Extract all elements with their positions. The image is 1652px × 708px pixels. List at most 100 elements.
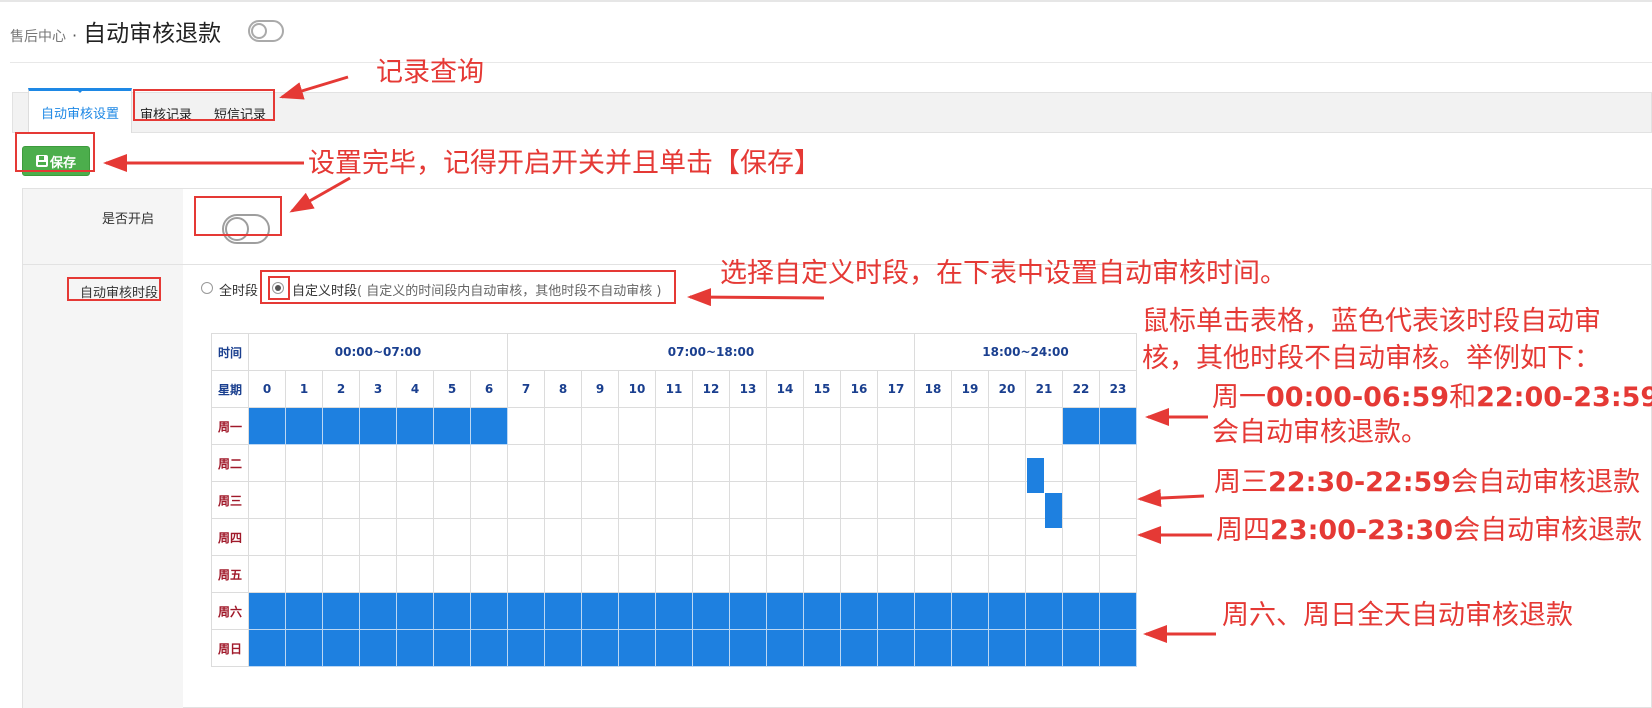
schedule-cell[interactable] — [988, 592, 1026, 630]
schedule-cell[interactable] — [766, 407, 804, 445]
schedule-cell[interactable] — [396, 444, 434, 482]
schedule-cell[interactable] — [322, 518, 360, 556]
schedule-cell[interactable] — [914, 629, 952, 667]
schedule-cell[interactable] — [285, 518, 323, 556]
schedule-cell[interactable] — [581, 407, 619, 445]
schedule-cell[interactable] — [581, 444, 619, 482]
schedule-cell[interactable] — [766, 481, 804, 519]
schedule-cell[interactable] — [396, 629, 434, 667]
schedule-cell[interactable] — [581, 481, 619, 519]
schedule-cell[interactable] — [581, 592, 619, 630]
schedule-cell[interactable] — [729, 481, 767, 519]
schedule-cell[interactable] — [248, 481, 286, 519]
schedule-cell[interactable] — [914, 518, 952, 556]
schedule-cell[interactable] — [840, 481, 878, 519]
schedule-cell[interactable] — [618, 629, 656, 667]
schedule-cell[interactable] — [322, 444, 360, 482]
schedule-cell[interactable] — [248, 407, 286, 445]
schedule-cell[interactable] — [655, 555, 693, 593]
schedule-cell[interactable] — [988, 407, 1026, 445]
schedule-cell[interactable] — [507, 518, 545, 556]
schedule-cell[interactable] — [507, 629, 545, 667]
schedule-cell[interactable] — [1062, 444, 1100, 482]
schedule-cell[interactable] — [507, 555, 545, 593]
radio-all-day[interactable] — [201, 282, 213, 294]
schedule-cell[interactable] — [433, 481, 471, 519]
schedule-cell[interactable] — [470, 555, 508, 593]
schedule-cell[interactable] — [692, 629, 730, 667]
schedule-cell[interactable] — [544, 518, 582, 556]
schedule-cell[interactable] — [840, 555, 878, 593]
schedule-cell[interactable] — [1099, 518, 1137, 556]
schedule-cell[interactable] — [433, 444, 471, 482]
schedule-cell[interactable] — [692, 444, 730, 482]
schedule-cell[interactable] — [803, 592, 841, 630]
schedule-cell[interactable] — [544, 444, 582, 482]
schedule-cell[interactable] — [322, 407, 360, 445]
schedule-cell[interactable] — [729, 592, 767, 630]
schedule-cell[interactable] — [988, 518, 1026, 556]
schedule-cell[interactable] — [914, 592, 952, 630]
schedule-cell[interactable] — [1025, 407, 1063, 445]
schedule-cell[interactable] — [692, 481, 730, 519]
schedule-cell[interactable] — [951, 444, 989, 482]
schedule-cell[interactable] — [803, 481, 841, 519]
schedule-cell[interactable] — [248, 629, 286, 667]
schedule-cell[interactable] — [877, 518, 915, 556]
schedule-cell[interactable] — [544, 629, 582, 667]
schedule-cell[interactable] — [359, 629, 397, 667]
schedule-cell[interactable] — [396, 555, 434, 593]
radio-all-day-label[interactable]: 全时段 — [219, 284, 259, 299]
schedule-cell[interactable] — [581, 629, 619, 667]
schedule-cell[interactable] — [581, 555, 619, 593]
schedule-cell[interactable] — [544, 407, 582, 445]
schedule-cell[interactable] — [1062, 481, 1100, 519]
schedule-cell[interactable] — [655, 518, 693, 556]
schedule-cell[interactable] — [766, 555, 804, 593]
schedule-cell[interactable] — [322, 592, 360, 630]
schedule-cell[interactable] — [877, 592, 915, 630]
schedule-cell[interactable] — [359, 555, 397, 593]
schedule-cell[interactable] — [285, 407, 323, 445]
schedule-cell[interactable] — [1025, 555, 1063, 593]
schedule-cell[interactable] — [1099, 555, 1137, 593]
schedule-cell[interactable] — [840, 518, 878, 556]
schedule-cell[interactable] — [692, 555, 730, 593]
schedule-cell[interactable] — [729, 407, 767, 445]
schedule-cell[interactable] — [692, 407, 730, 445]
schedule-cell[interactable] — [877, 481, 915, 519]
schedule-cell[interactable] — [840, 407, 878, 445]
schedule-cell[interactable] — [1099, 407, 1137, 445]
schedule-cell[interactable] — [877, 555, 915, 593]
header-toggle[interactable] — [248, 20, 284, 42]
schedule-cell[interactable] — [396, 481, 434, 519]
schedule-cell[interactable] — [1062, 518, 1100, 556]
schedule-cell[interactable] — [470, 481, 508, 519]
schedule-cell[interactable] — [729, 555, 767, 593]
schedule-cell[interactable] — [396, 592, 434, 630]
schedule-cell[interactable] — [1062, 592, 1100, 630]
schedule-cell[interactable] — [1099, 481, 1137, 519]
schedule-cell[interactable] — [988, 629, 1026, 667]
schedule-cell[interactable] — [507, 444, 545, 482]
schedule-cell[interactable] — [322, 481, 360, 519]
schedule-cell[interactable] — [248, 592, 286, 630]
schedule-cell[interactable] — [729, 444, 767, 482]
schedule-cell[interactable] — [618, 444, 656, 482]
schedule-cell[interactable] — [285, 592, 323, 630]
breadcrumb[interactable]: 售后中心 — [10, 29, 66, 45]
schedule-cell[interactable] — [544, 555, 582, 593]
schedule-cell[interactable] — [581, 518, 619, 556]
schedule-cell[interactable] — [803, 555, 841, 593]
schedule-cell[interactable] — [507, 407, 545, 445]
schedule-cell[interactable] — [544, 481, 582, 519]
schedule-cell[interactable] — [618, 407, 656, 445]
schedule-cell[interactable] — [248, 555, 286, 593]
schedule-cell[interactable] — [803, 444, 841, 482]
schedule-cell[interactable] — [359, 518, 397, 556]
schedule-cell[interactable] — [729, 518, 767, 556]
schedule-cell[interactable] — [507, 481, 545, 519]
schedule-cell[interactable] — [618, 481, 656, 519]
schedule-cell[interactable] — [655, 407, 693, 445]
schedule-cell[interactable] — [359, 481, 397, 519]
